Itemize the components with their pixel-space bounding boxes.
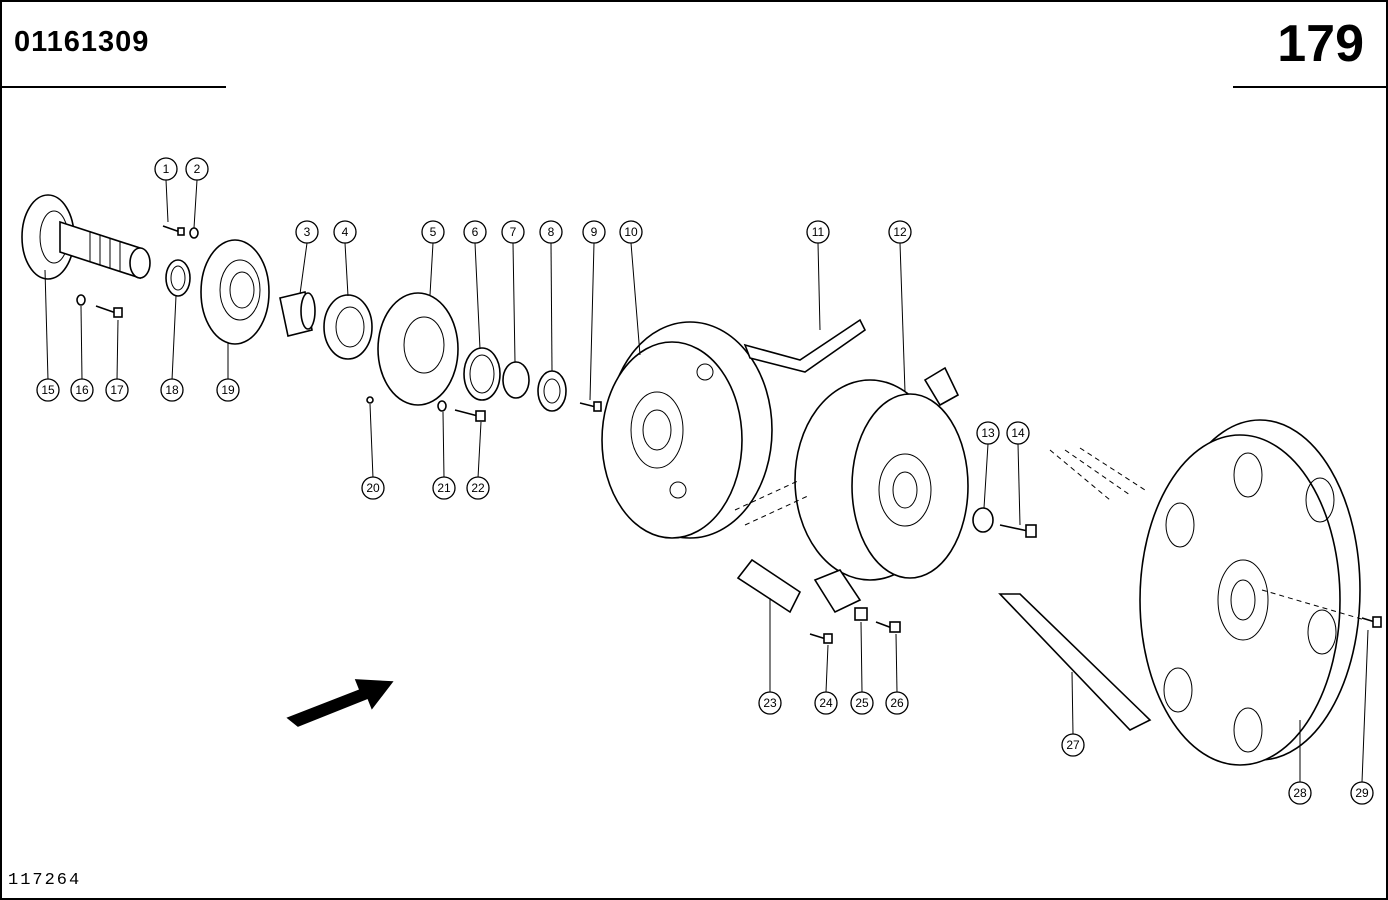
part-24-bolt bbox=[809, 633, 833, 644]
svg-text:20: 20 bbox=[366, 481, 380, 495]
direction-arrow-icon bbox=[286, 679, 394, 727]
svg-text:26: 26 bbox=[890, 696, 904, 710]
callout-9: 9 bbox=[582, 220, 606, 244]
leader-lines bbox=[44, 179, 1369, 783]
callout-8: 8 bbox=[539, 220, 563, 244]
svg-text:13: 13 bbox=[981, 426, 995, 440]
part-number-header: 01161309 bbox=[0, 0, 226, 88]
part-5-cover-plate bbox=[377, 292, 459, 406]
callout-24: 24 bbox=[814, 691, 838, 715]
part-11-belt bbox=[743, 318, 867, 373]
callout-23: 23 bbox=[758, 691, 782, 715]
svg-text:7: 7 bbox=[510, 225, 517, 239]
part-25-nut bbox=[854, 607, 868, 621]
part-9-bolt bbox=[579, 401, 602, 412]
callout-16: 16 bbox=[70, 378, 94, 402]
part-1-bolt bbox=[162, 225, 185, 236]
callout-7: 7 bbox=[501, 220, 525, 244]
callout-11: 11 bbox=[806, 220, 830, 244]
svg-text:23: 23 bbox=[763, 696, 777, 710]
part-12-clutch bbox=[794, 366, 969, 614]
part-22-bolt bbox=[454, 409, 486, 422]
part-14-bolt bbox=[999, 524, 1037, 538]
page-number: 179 bbox=[1277, 15, 1364, 73]
callout-26: 26 bbox=[885, 691, 909, 715]
svg-text:16: 16 bbox=[75, 383, 89, 397]
svg-text:11: 11 bbox=[812, 225, 825, 239]
callout-22: 22 bbox=[466, 476, 490, 500]
svg-text:3: 3 bbox=[304, 225, 311, 239]
part-23-bracket bbox=[736, 558, 802, 614]
callout-27: 27 bbox=[1061, 733, 1085, 757]
part-13-washer bbox=[972, 507, 994, 533]
svg-text:22: 22 bbox=[471, 481, 485, 495]
part-8-needle-bearing bbox=[537, 370, 567, 412]
part-18-seal bbox=[165, 259, 191, 297]
svg-text:5: 5 bbox=[430, 225, 437, 239]
svg-text:27: 27 bbox=[1066, 738, 1080, 752]
page-number-header: 179 bbox=[1233, 0, 1388, 88]
part-21-washer bbox=[437, 400, 447, 412]
part-7-circlip bbox=[502, 361, 530, 399]
callout-25: 25 bbox=[850, 691, 874, 715]
svg-text:28: 28 bbox=[1293, 786, 1307, 800]
part-17-bolt bbox=[95, 305, 123, 318]
callout-29: 29 bbox=[1350, 781, 1374, 805]
header-rule-right bbox=[1233, 86, 1388, 88]
callout-12: 12 bbox=[888, 220, 912, 244]
svg-text:1: 1 bbox=[163, 162, 170, 176]
part-10-pulley bbox=[601, 321, 773, 539]
part-28-large-pulley bbox=[1139, 419, 1361, 766]
callout-13: 13 bbox=[976, 421, 1000, 445]
callout-10: 10 bbox=[619, 220, 643, 244]
svg-text:21: 21 bbox=[437, 481, 451, 495]
header-rule-left bbox=[0, 86, 226, 88]
callout-21: 21 bbox=[432, 476, 456, 500]
svg-text:10: 10 bbox=[624, 225, 638, 239]
part-29-bolt bbox=[1361, 616, 1382, 628]
part-19-bearing-housing bbox=[200, 239, 270, 345]
drawing-number: 117264 bbox=[8, 871, 82, 890]
part-3-sleeve bbox=[279, 291, 316, 337]
callout-2: 2 bbox=[185, 157, 209, 181]
part-16-washer bbox=[76, 294, 86, 306]
svg-text:8: 8 bbox=[548, 225, 555, 239]
assembly-line-belt bbox=[734, 479, 811, 526]
svg-text:9: 9 bbox=[591, 225, 598, 239]
callout-18: 18 bbox=[160, 378, 184, 402]
svg-text:17: 17 bbox=[110, 383, 124, 397]
callout-3: 3 bbox=[295, 220, 319, 244]
svg-text:19: 19 bbox=[221, 383, 235, 397]
callout-6: 6 bbox=[463, 220, 487, 244]
callout-5: 5 bbox=[421, 220, 445, 244]
callout-17: 17 bbox=[105, 378, 129, 402]
svg-text:14: 14 bbox=[1011, 426, 1025, 440]
svg-text:6: 6 bbox=[472, 225, 479, 239]
callout-20: 20 bbox=[361, 476, 385, 500]
svg-text:12: 12 bbox=[893, 225, 907, 239]
callout-19: 19 bbox=[216, 378, 240, 402]
part-27-belt bbox=[998, 593, 1152, 731]
callout-15: 15 bbox=[36, 378, 60, 402]
part-6-seal-ring bbox=[463, 347, 501, 401]
part-26-screw bbox=[875, 621, 901, 633]
svg-text:25: 25 bbox=[855, 696, 869, 710]
part-number: 01161309 bbox=[14, 26, 150, 58]
callout-1: 1 bbox=[154, 157, 178, 181]
svg-text:18: 18 bbox=[165, 383, 179, 397]
assembly-line-belt-2 bbox=[1049, 447, 1146, 501]
svg-text:4: 4 bbox=[342, 225, 349, 239]
part-20-pin bbox=[366, 396, 374, 404]
svg-text:15: 15 bbox=[41, 383, 55, 397]
part-15-flange-shaft bbox=[21, 194, 151, 280]
callout-14: 14 bbox=[1006, 421, 1030, 445]
callout-28: 28 bbox=[1288, 781, 1312, 805]
svg-text:2: 2 bbox=[194, 162, 201, 176]
svg-text:24: 24 bbox=[819, 696, 833, 710]
callout-4: 4 bbox=[333, 220, 357, 244]
svg-text:29: 29 bbox=[1355, 786, 1369, 800]
